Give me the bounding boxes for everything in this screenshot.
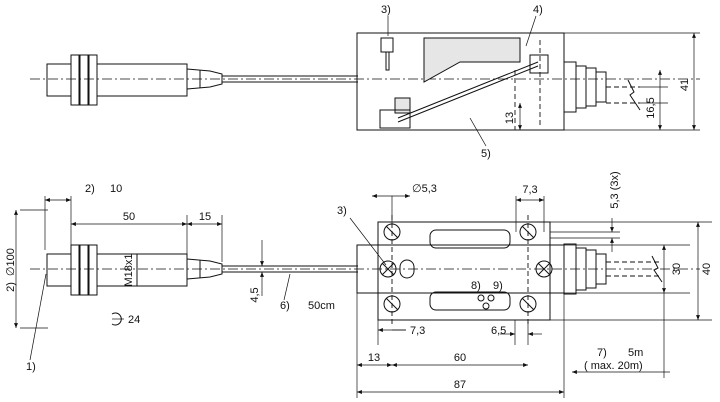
bottom-plan-view: M18x1 xyxy=(5,171,713,398)
callout-1: 1) xyxy=(26,361,36,373)
callout-7: 7) xyxy=(597,347,607,359)
dim-4-5-label: 4,5 xyxy=(249,287,261,302)
dim-16-5-label: 16,5 xyxy=(645,97,657,118)
callout-9: 9) xyxy=(493,280,503,292)
dim-13-bottom-label: 13 xyxy=(368,352,380,364)
dim-max20m-label: ( max. 20m) xyxy=(584,360,643,372)
dim-30-label: 30 xyxy=(671,263,683,275)
callout-8: 8) xyxy=(471,280,481,292)
bottom-housing xyxy=(356,215,565,325)
dim-40-label: 40 xyxy=(701,263,713,275)
thread-label: M18x1 xyxy=(123,253,135,286)
dim-60-label: 60 xyxy=(454,352,466,364)
dim-87-label: 87 xyxy=(454,379,466,391)
callout-3-top: 3) xyxy=(381,4,391,16)
callout-6: 6) xyxy=(280,300,290,312)
dim-dia100-label: 2)∅100 xyxy=(5,248,17,292)
callout-4: 4) xyxy=(533,4,543,16)
dim-50-label: 50 xyxy=(123,211,135,223)
top-sensor xyxy=(46,54,223,106)
dim-cable-length-label: 50cm xyxy=(308,300,335,312)
bottom-cable-gland xyxy=(563,243,663,295)
bottom-sensor xyxy=(46,244,223,296)
dim-10-label: 10 xyxy=(110,183,122,195)
dim-7-3-bottom-label: 7,3 xyxy=(410,325,425,337)
callout-2: 2) xyxy=(85,183,95,195)
top-cable-gland xyxy=(563,61,641,113)
dim-wrench-label: 24 xyxy=(128,314,140,326)
callout-3-bottom: 3) xyxy=(337,205,347,217)
dim-41-label: 41 xyxy=(679,79,691,91)
dim-15-label: 15 xyxy=(199,211,211,223)
dim-13-top-label: 13 xyxy=(504,112,516,124)
dim-5-3-3x-label: 5,3 (3x) xyxy=(609,171,621,208)
dim-7-3-top-label: 7,3 xyxy=(522,184,537,196)
top-housing xyxy=(356,32,565,131)
callout-5: 5) xyxy=(481,148,491,160)
dim-6-5-label: 6,5 xyxy=(491,325,506,337)
dim-dia5-3-label: ∅5,3 xyxy=(412,183,437,195)
top-side-view: 41 16,5 13 3) 4) 5) xyxy=(30,4,700,160)
dim-5m-label: 5m xyxy=(628,347,643,359)
